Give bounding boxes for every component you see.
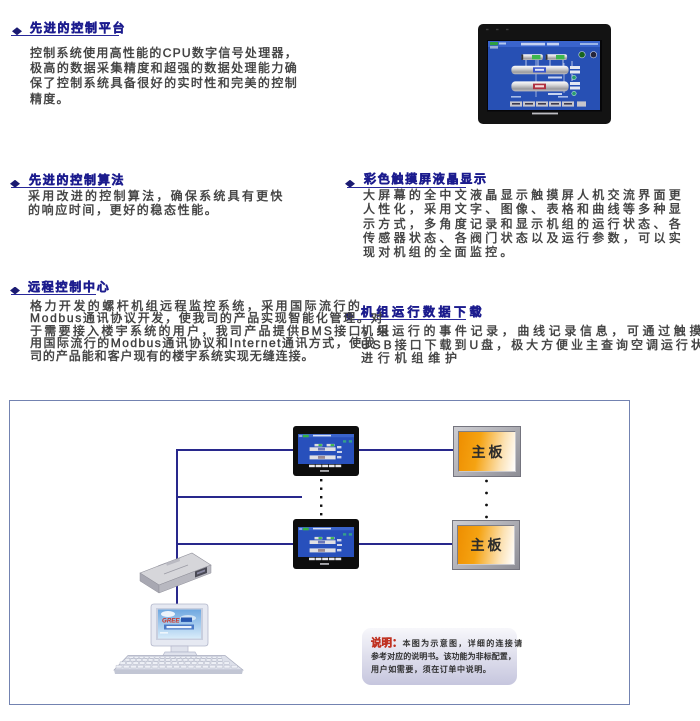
svg-text:GREE: GREE bbox=[162, 618, 180, 625]
